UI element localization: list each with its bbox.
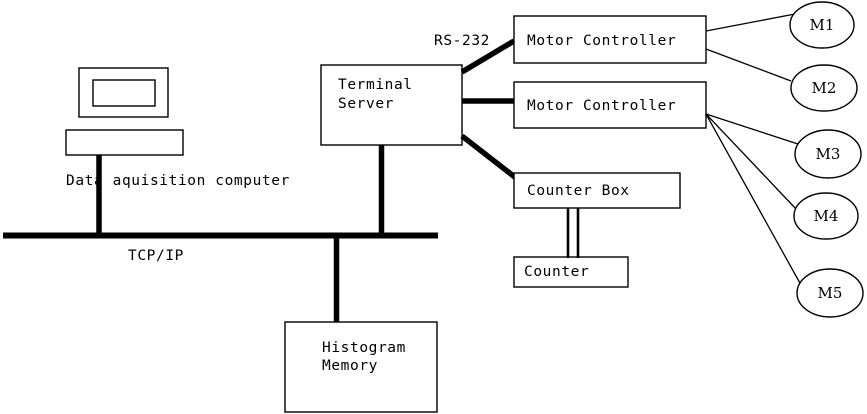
histogram-memory-box[interactable] — [284, 321, 438, 413]
motor-controller-1-label: Motor Controller — [527, 33, 676, 49]
motor-controller-2-box[interactable] — [513, 81, 707, 129]
terminal-server-label-line1: Terminal — [338, 77, 413, 93]
terminal-server-box[interactable] — [320, 64, 463, 146]
rs232-link-label: RS-232 — [434, 33, 490, 49]
counter-label: Counter — [524, 264, 589, 280]
motor-controller-2-label: Motor Controller — [527, 98, 676, 114]
motor-controller-2-to-m5-link — [705, 113, 802, 286]
motor-m5-label: M5 — [818, 284, 843, 302]
motor-controller-1-box[interactable] — [513, 15, 707, 64]
counter-box-box[interactable] — [513, 172, 681, 209]
motor-controller-2-to-m4-link — [705, 113, 798, 211]
computer-monitor-screen — [92, 79, 156, 107]
motor-m2-node[interactable] — [790, 64, 858, 112]
terminal-server-label-line2: Server — [338, 96, 394, 112]
motor-m1-label: M1 — [810, 16, 835, 34]
motor-controller-2-to-m3-link — [705, 113, 802, 146]
computer-base-unit — [65, 129, 184, 156]
terminal-server-to-motor-controller-1-link — [460, 38, 516, 75]
motor-controller-1-to-m1-link — [705, 13, 796, 32]
motor-m2-label: M2 — [812, 79, 837, 97]
histogram-memory-label-line1: Histogram — [322, 340, 406, 356]
motor-controller-1-to-m2-link — [705, 48, 792, 82]
motor-m4-node[interactable] — [793, 192, 859, 240]
motor-m3-label: M3 — [816, 145, 841, 163]
counter-box-label: Counter Box — [527, 183, 630, 199]
computer-caption: Data aquisition computer — [66, 173, 290, 189]
tcp-ip-bus-label: TCP/IP — [128, 248, 184, 264]
terminal-server-to-counter-box-link — [460, 133, 518, 181]
motor-m4-label: M4 — [814, 207, 839, 225]
counter-box[interactable] — [513, 256, 629, 288]
motor-m1-node[interactable] — [789, 1, 855, 49]
histogram-memory-label-line2: Memory — [322, 358, 378, 374]
motor-m3-node[interactable] — [794, 129, 862, 179]
motor-m5-node[interactable] — [796, 268, 864, 318]
